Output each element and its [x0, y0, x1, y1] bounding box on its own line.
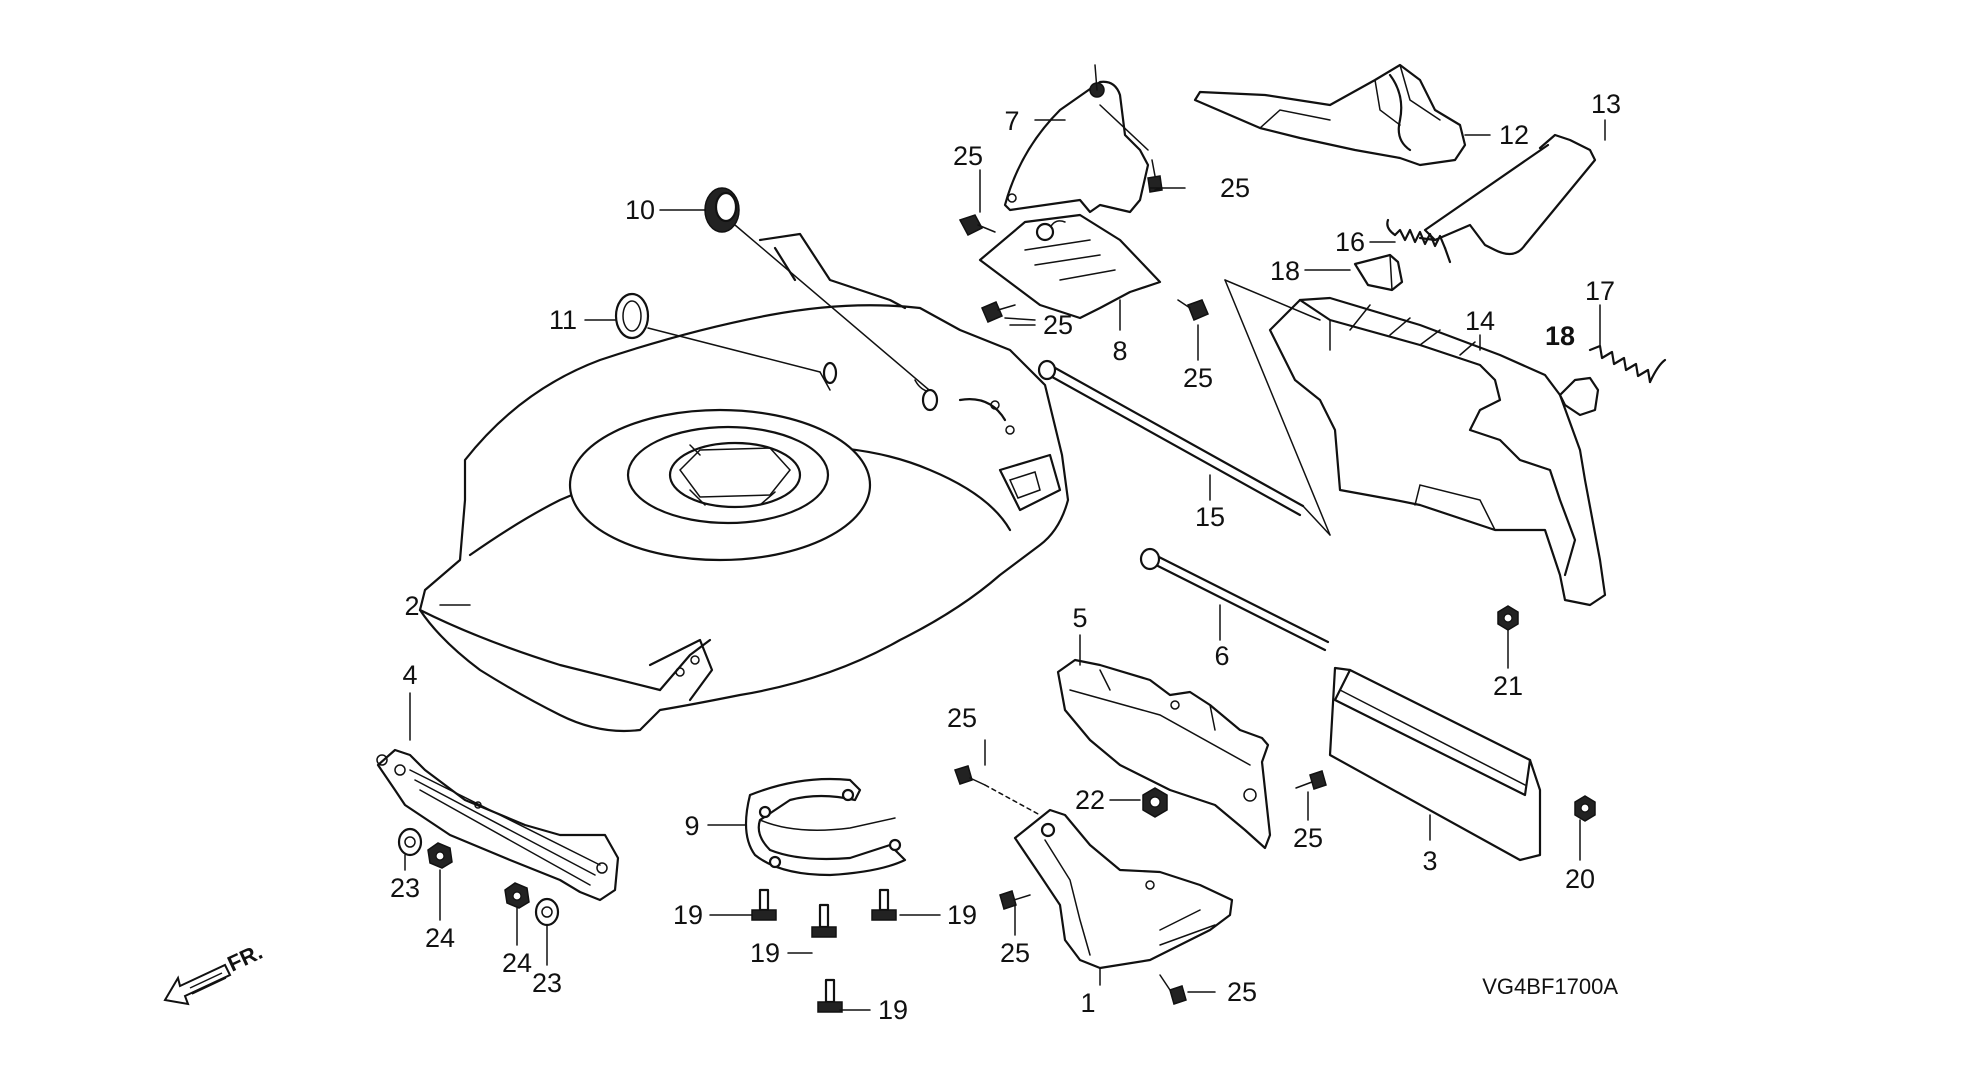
part-4-bumper — [376, 748, 620, 902]
part-1-deflector — [1013, 808, 1234, 970]
leader-lines — [404, 119, 1606, 1011]
part-17-spring — [1588, 344, 1667, 384]
part-14-rear-shield — [1224, 279, 1607, 607]
callout-1: 1 — [1080, 988, 1095, 1018]
bolt-25-f — [1295, 770, 1327, 790]
callout-16: 16 — [1335, 227, 1365, 257]
part-9-ring — [744, 777, 907, 877]
bolt-19-c — [871, 888, 897, 921]
callout-17: 17 — [1585, 276, 1615, 306]
callout-8: 8 — [1112, 336, 1127, 366]
callout-6: 6 — [1214, 641, 1229, 671]
callout-labels: 1 2 3 4 5 6 7 8 9 10 11 12 13 14 15 16 1… — [390, 89, 1621, 1025]
part-7-plate — [1003, 64, 1150, 214]
bolt-25-h — [1159, 974, 1187, 1005]
callout-2: 2 — [404, 591, 419, 621]
part-23-nut-b — [534, 897, 560, 927]
part-24-nut — [427, 842, 453, 869]
bolt-25-a — [958, 214, 996, 236]
callout-22: 22 — [1075, 785, 1105, 815]
part-21-nut — [1497, 605, 1519, 631]
callout-24: 24 — [425, 923, 455, 953]
part-22-nut — [1142, 787, 1168, 818]
callout-19-b: 19 — [947, 900, 977, 930]
bolt-25-e — [954, 765, 1041, 816]
callout-3: 3 — [1422, 846, 1437, 876]
callout-9: 9 — [684, 811, 699, 841]
callout-15: 15 — [1195, 502, 1225, 532]
bolt-25-b — [1147, 159, 1163, 193]
part-8-bracket — [978, 213, 1162, 320]
callout-25: 25 — [953, 141, 983, 171]
part-3-rear-flap — [1328, 666, 1542, 862]
callout-5: 5 — [1072, 603, 1087, 633]
callout-7: 7 — [1004, 106, 1019, 136]
part-24-nut-b — [504, 882, 530, 909]
bolt-25-d — [1177, 299, 1209, 321]
callout-25-d: 25 — [1183, 363, 1213, 393]
part-2-mower-deck — [418, 232, 1070, 733]
bolt-19-d — [817, 978, 843, 1013]
callout-25-h: 25 — [1293, 823, 1323, 853]
bolt-19-a — [751, 888, 777, 921]
part-12-handle-bracket — [1193, 63, 1467, 167]
part-18-clip-b — [1558, 376, 1600, 417]
part-10-plug — [704, 187, 939, 412]
callout-25-b: 25 — [1220, 173, 1250, 203]
part-18-clip — [1353, 253, 1404, 292]
callout-25-f: 25 — [1000, 938, 1030, 968]
bolt-19-b — [811, 903, 837, 938]
part-6-rod — [1139, 547, 1330, 652]
callout-25-g: 25 — [1227, 977, 1257, 1007]
callout-24-b: 24 — [502, 948, 532, 978]
reference-code: VG4BF1700A — [1482, 974, 1618, 999]
callout-25-c: 25 — [1043, 310, 1073, 340]
bolt-25-g — [999, 890, 1031, 910]
front-direction-indicator: FR. — [163, 939, 267, 1006]
callout-20: 20 — [1565, 864, 1595, 894]
callout-19: 19 — [673, 900, 703, 930]
callout-10: 10 — [625, 195, 655, 225]
bolt-25-c — [981, 301, 1016, 323]
part-11-plug — [614, 292, 838, 385]
callout-11: 11 — [549, 305, 577, 335]
callout-12: 12 — [1499, 120, 1529, 150]
callout-19-d: 19 — [878, 995, 908, 1025]
part-23-nut — [397, 827, 423, 857]
callout-23: 23 — [390, 873, 420, 903]
callout-18-b: 18 — [1545, 321, 1575, 351]
part-5-guard — [1056, 658, 1272, 850]
front-label: FR. — [224, 939, 267, 977]
callout-23-b: 23 — [532, 968, 562, 998]
part-20-nut — [1574, 795, 1596, 822]
callout-13: 13 — [1591, 89, 1621, 119]
callout-25-e: 25 — [947, 703, 977, 733]
callout-18: 18 — [1270, 256, 1300, 286]
part-15-rod — [1037, 359, 1305, 517]
callout-19-c: 19 — [750, 938, 780, 968]
callout-21: 21 — [1493, 671, 1523, 701]
callout-14: 14 — [1465, 306, 1495, 336]
part-16-spring — [1386, 218, 1452, 264]
callout-4: 4 — [402, 660, 417, 690]
